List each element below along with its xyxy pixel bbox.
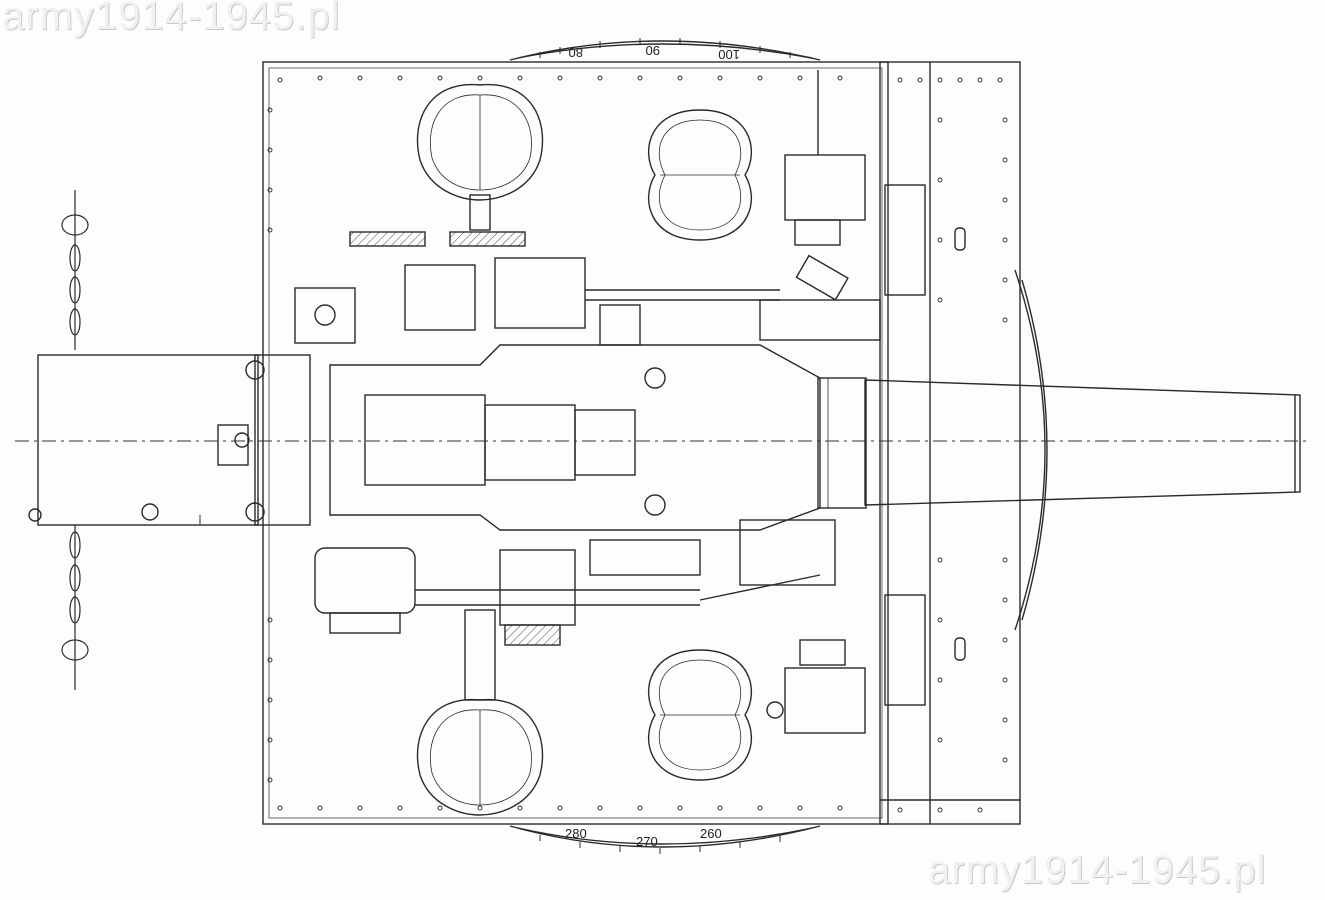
- watermark-bottom: army1914-1945.pl: [928, 848, 1267, 892]
- seat-top-right: [647, 109, 753, 241]
- traverse-handwheel-bottom: [766, 594, 926, 734]
- watermark-top: army1914-1945.pl: [2, 0, 341, 38]
- lifting-chain: [61, 190, 89, 690]
- traverse-scale-top: 80 90 100: [569, 43, 740, 62]
- scale-label-bottom-1: 270: [636, 834, 658, 849]
- cradle: [329, 344, 821, 531]
- scale-label-bottom-0: 280: [565, 826, 587, 841]
- scale-label-top-2: 100: [718, 47, 740, 62]
- breech-block: [28, 354, 311, 526]
- seat-bottom-left: [416, 609, 544, 816]
- seat-bottom-right: [647, 649, 753, 781]
- gun-barrel: [817, 377, 1301, 509]
- traverse-scale-bottom: 280 270 260: [565, 826, 722, 849]
- scale-label-bottom-2: 260: [700, 826, 722, 841]
- deck-plate: [262, 61, 1021, 825]
- scale-label-top-1: 90: [646, 43, 660, 58]
- traverse-ring: [509, 38, 1048, 854]
- deck-handles: [954, 227, 966, 661]
- elevating-gear: [294, 231, 881, 346]
- seat-top-left: [416, 83, 544, 231]
- recuperator-bottom: [314, 519, 836, 646]
- rivet-row: [267, 75, 1008, 813]
- scale-label-top-0: 80: [569, 45, 583, 60]
- traverse-handwheel-top: [784, 70, 926, 301]
